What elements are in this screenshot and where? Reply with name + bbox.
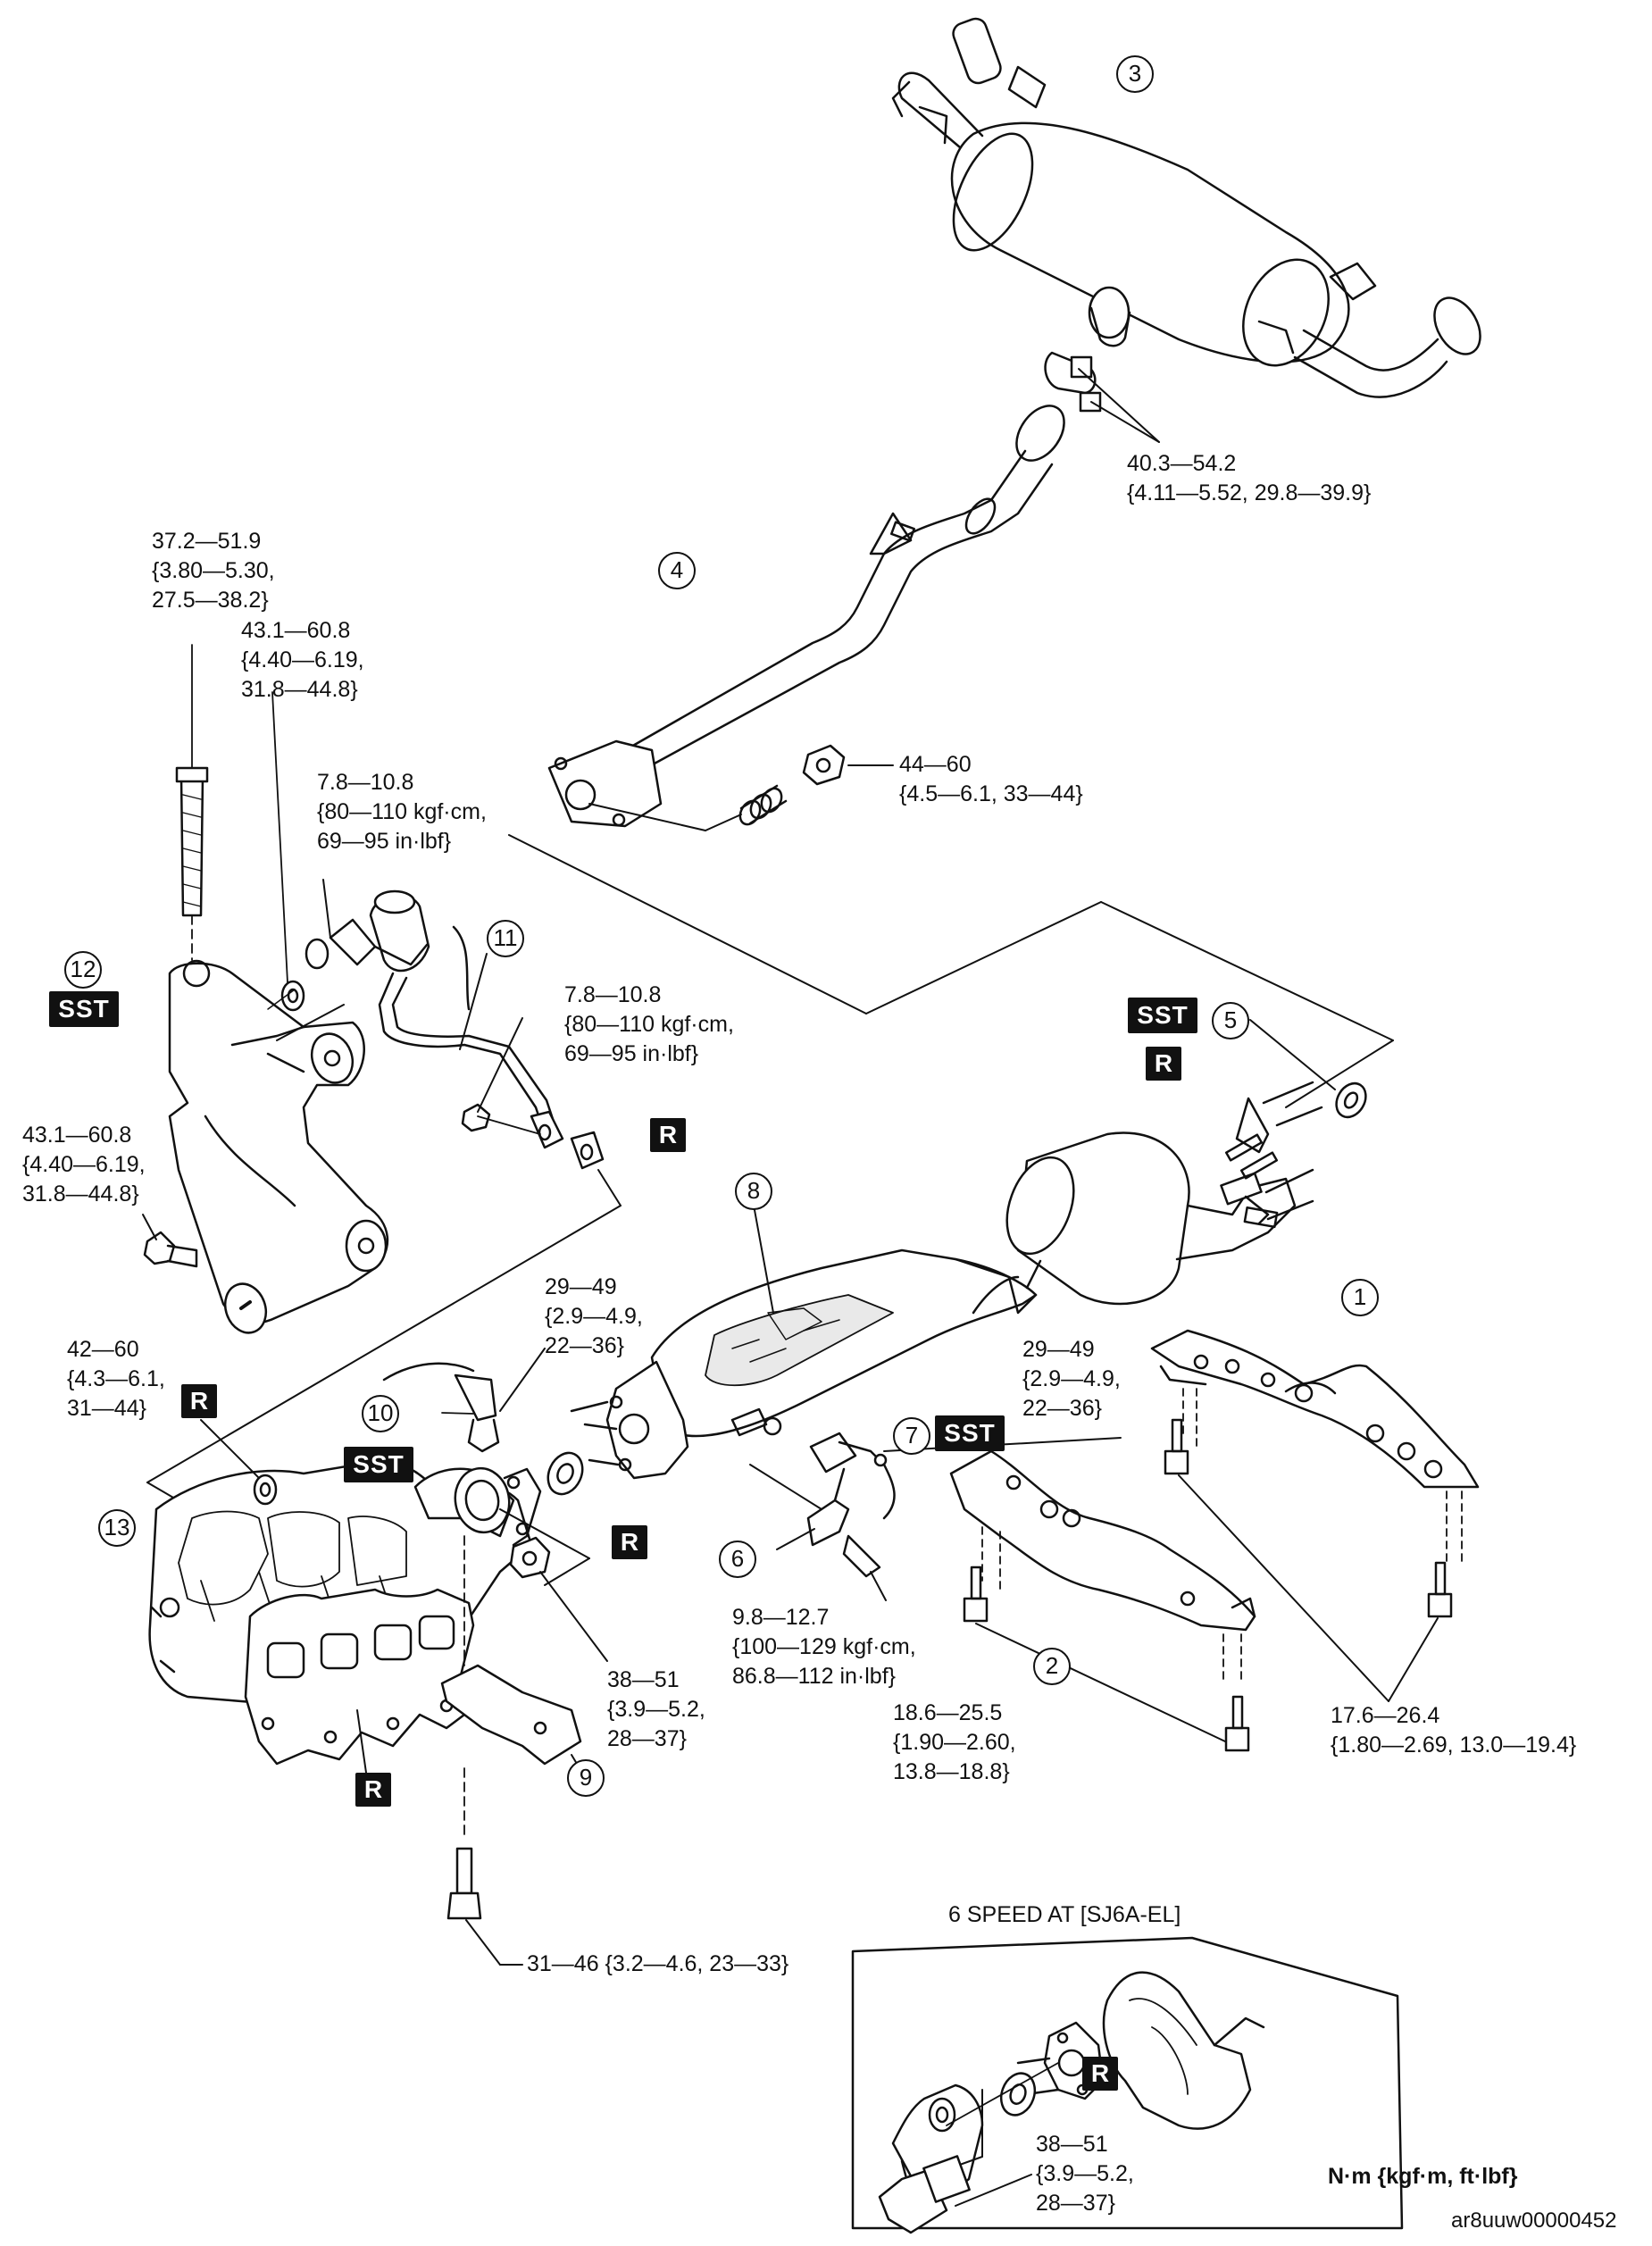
torque-label-bracket-9-bolt: 31—46 {3.2—4.6, 23—33}: [527, 1951, 789, 1976]
oxygen-sensor-10: [382, 1348, 546, 1453]
crossmember-bolts: [963, 1418, 1453, 1752]
sst-badge-12: SST: [49, 991, 119, 1027]
bracket-bolt-31: [446, 1847, 523, 1966]
oxygen-sensor-7: [809, 1432, 896, 1520]
torque-label-pipe-nut: 44—60 {4.5—6.1, 33—44}: [899, 752, 1083, 806]
washer-43: [271, 691, 305, 1012]
callout-12: 12: [64, 951, 102, 989]
spring-bolt: [738, 744, 894, 826]
long-bolt-12: [175, 644, 209, 961]
torque-label-egr-valve: 7.8—10.8 {80—110 kgf·cm, 69—95 in·lbf}: [317, 770, 487, 854]
callout-4: 4: [658, 552, 696, 589]
main-silencer: [891, 17, 1481, 398]
callout-3: 3: [1116, 55, 1154, 93]
torque-label-crossmember-1: 17.6—26.4 {1.80—2.69, 13.0—19.4}: [1331, 1703, 1577, 1758]
exhaust-clamp: [1044, 351, 1160, 443]
callout-5: 5: [1212, 1002, 1249, 1040]
callout-1: 1: [1341, 1279, 1379, 1316]
callout-7: 7: [893, 1417, 930, 1455]
r-badge-gasket: R: [612, 1525, 647, 1559]
r-badge-manifold-gasket: R: [355, 1773, 391, 1807]
callout-13: 13: [98, 1509, 136, 1547]
torque-label-bracket-nut: 43.1—60.8 {4.40—6.19, 31.8—44.8}: [241, 618, 364, 702]
sst-badge-10: SST: [344, 1447, 413, 1482]
sst-badge-5: SST: [1128, 998, 1197, 1033]
gasket-r: [546, 1451, 584, 1496]
callout-6: 6: [719, 1540, 756, 1578]
crossmember-2: [949, 1449, 1256, 1680]
bracket-bolt: [142, 1214, 198, 1268]
torque-label-bracket-6-bolt: 9.8—12.7 {100—129 kgf·cm, 86.8—112 in·lb…: [732, 1605, 916, 1689]
callout-11: 11: [487, 920, 524, 957]
bracket-6: [749, 1464, 887, 1601]
r-badge-5: R: [1146, 1047, 1181, 1081]
callout-9: 9: [567, 1759, 605, 1797]
r-badge-11: R: [650, 1118, 686, 1152]
callout-2: 2: [1033, 1648, 1071, 1685]
torque-label-sensor-7: 29—49 {2.9—4.9, 22—36}: [1022, 1337, 1121, 1421]
sst-badge-7: SST: [935, 1415, 1005, 1451]
inset-6-speed-at: [851, 1936, 1404, 2234]
callout-10: 10: [362, 1395, 399, 1432]
torque-label-manifold-nut: 42—60 {4.3—6.1, 31—44}: [67, 1337, 165, 1421]
units-legend: N·m {kgf·m, ft·lbf}: [1328, 2164, 1518, 2189]
engine-bracket: [168, 959, 389, 1334]
middle-pipe: [547, 405, 1065, 828]
crossmember-1: [1150, 1329, 1480, 1564]
pipe-assembly-11: [305, 879, 605, 1170]
r-badge-inset: R: [1082, 2057, 1118, 2091]
figure-code: ar8uuw00000452: [1451, 2208, 1617, 2233]
r-badge-manifold-nut: R: [181, 1384, 217, 1418]
torque-label-pipe-bolt: 7.8—10.8 {80—110 kgf·cm, 69—95 in·lbf}: [564, 982, 734, 1066]
callout-8: 8: [735, 1173, 772, 1210]
torque-label-flange-nut: 38—51 {3.9—5.2, 28—37}: [607, 1667, 705, 1751]
torque-label-bracket-bolt: 43.1—60.8 {4.40—6.19, 31.8—44.8}: [22, 1123, 146, 1206]
torque-label-long-bolt: 37.2—51.9 {3.80—5.30, 27.5—38.2}: [152, 529, 275, 613]
gasket-5: [1249, 1019, 1367, 1119]
catalytic-converter: [570, 1081, 1323, 1480]
manifold-nut: [200, 1419, 278, 1506]
torque-label-crossmember-2: 18.6—25.5 {1.90—2.60, 13.8—18.8}: [893, 1700, 1016, 1784]
flange-nut-38: [499, 1508, 608, 1662]
torque-label-clamp: 40.3—54.2 {4.11—5.52, 29.8—39.9}: [1127, 451, 1372, 505]
manifold-gasket: [244, 1588, 475, 1774]
torque-label-inset-bolt: 38—51 {3.9—5.2, 28—37}: [1036, 2132, 1134, 2216]
inset-title: 6 SPEED AT [SJ6A-EL]: [948, 1902, 1181, 1927]
torque-label-sensor-10: 29—49 {2.9—4.9, 22—36}: [545, 1274, 643, 1358]
